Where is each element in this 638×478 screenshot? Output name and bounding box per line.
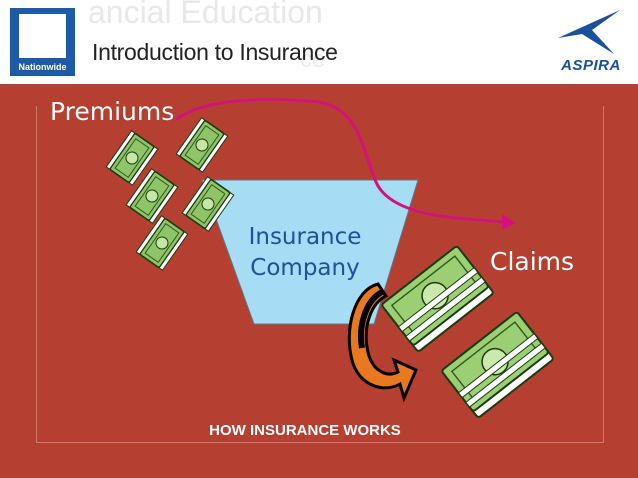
background-faint-subtitle: ce — [300, 46, 326, 73]
logo-white-square — [19, 14, 66, 58]
nationwide-logo-text: Nationwide — [18, 62, 67, 72]
aspira-logo: ASPIRA — [554, 8, 628, 78]
diagram-caption: HOW INSURANCE WORKS — [0, 422, 638, 439]
company-label-line1: Insurance — [248, 224, 362, 250]
slide-header: Nationwide ancial Education ce Introduct… — [0, 0, 638, 84]
money-flow-arrow — [175, 97, 505, 224]
slide-title: Introduction to Insurance — [92, 39, 338, 65]
money-icon — [135, 215, 189, 271]
money-icon — [380, 244, 495, 354]
curved-arrow-icon — [347, 282, 418, 403]
caption-text: HOW INSURANCE WORKS — [209, 422, 401, 439]
company-label-line2: Company — [250, 255, 360, 281]
arrow-head-icon — [502, 214, 516, 230]
aspira-swoosh-icon — [558, 10, 620, 54]
background-faint-title: ancial Education — [88, 0, 323, 30]
money-icon — [440, 310, 555, 420]
claims-label: Claims — [490, 247, 575, 276]
premiums-label: Premiums — [50, 97, 175, 126]
nationwide-logo: Nationwide — [10, 8, 75, 76]
slide-frame — [36, 106, 604, 443]
slide-body — [0, 84, 638, 478]
insurance-company-label: Insurance Company — [230, 222, 380, 284]
insurance-company-funnel — [201, 179, 419, 325]
aspira-logo-text: ASPIRA — [561, 57, 621, 74]
premium-money-icons — [105, 117, 235, 271]
money-icon — [175, 117, 229, 173]
